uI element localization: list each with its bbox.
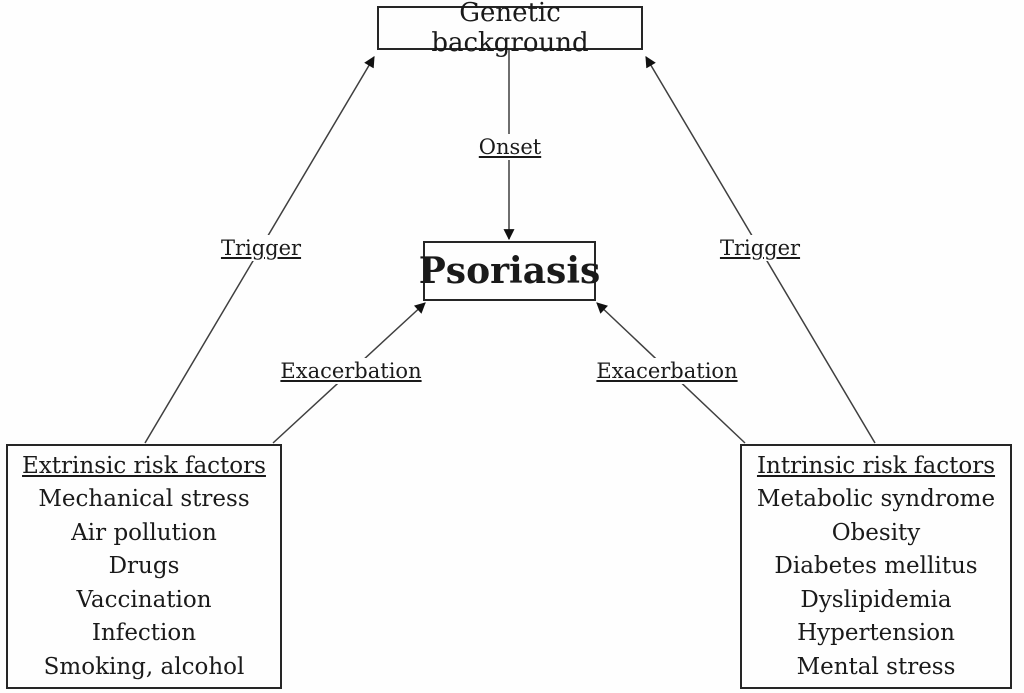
- genetic-background-label: Genetic background: [431, 0, 589, 58]
- psoriasis-node: Psoriasis: [419, 241, 600, 301]
- extrinsic-risk-factors-node: Extrinsic risk factors Mechanical stress…: [6, 444, 282, 689]
- exacerbation-left-edge-label: Exacerbation: [275, 358, 427, 384]
- list-item: Mental stress: [796, 653, 956, 680]
- list-item: Dyslipidemia: [800, 586, 952, 613]
- exacerbation-right-edge-label: Exacerbation: [591, 358, 743, 384]
- genetic-background-node: Genetic background: [377, 0, 643, 58]
- list-item: Metabolic syndrome: [756, 486, 996, 512]
- list-item: Smoking, alcohol: [43, 653, 245, 680]
- list-item: Hypertension: [797, 620, 955, 646]
- list-item: Drugs: [108, 553, 180, 579]
- intrinsic-risk-factors-title: Intrinsic risk factors: [756, 453, 996, 479]
- trigger-right-edge-label: Trigger: [714, 235, 806, 261]
- list-item: Obesity: [831, 519, 921, 546]
- intrinsic-risk-factors-node: Intrinsic risk factors Metabolic syndrom…: [740, 444, 1012, 689]
- list-item: Infection: [91, 620, 197, 646]
- list-item: Diabetes mellitus: [774, 553, 978, 579]
- list-item: Air pollution: [71, 519, 217, 546]
- extrinsic-risk-factors-title: Extrinsic risk factors: [22, 453, 266, 479]
- psoriasis-label: Psoriasis: [418, 250, 601, 292]
- list-item: Vaccination: [76, 586, 212, 613]
- list-item: Mechanical stress: [38, 486, 250, 512]
- trigger-left-edge-label: Trigger: [215, 235, 307, 261]
- onset-edge-label: Onset: [473, 134, 547, 160]
